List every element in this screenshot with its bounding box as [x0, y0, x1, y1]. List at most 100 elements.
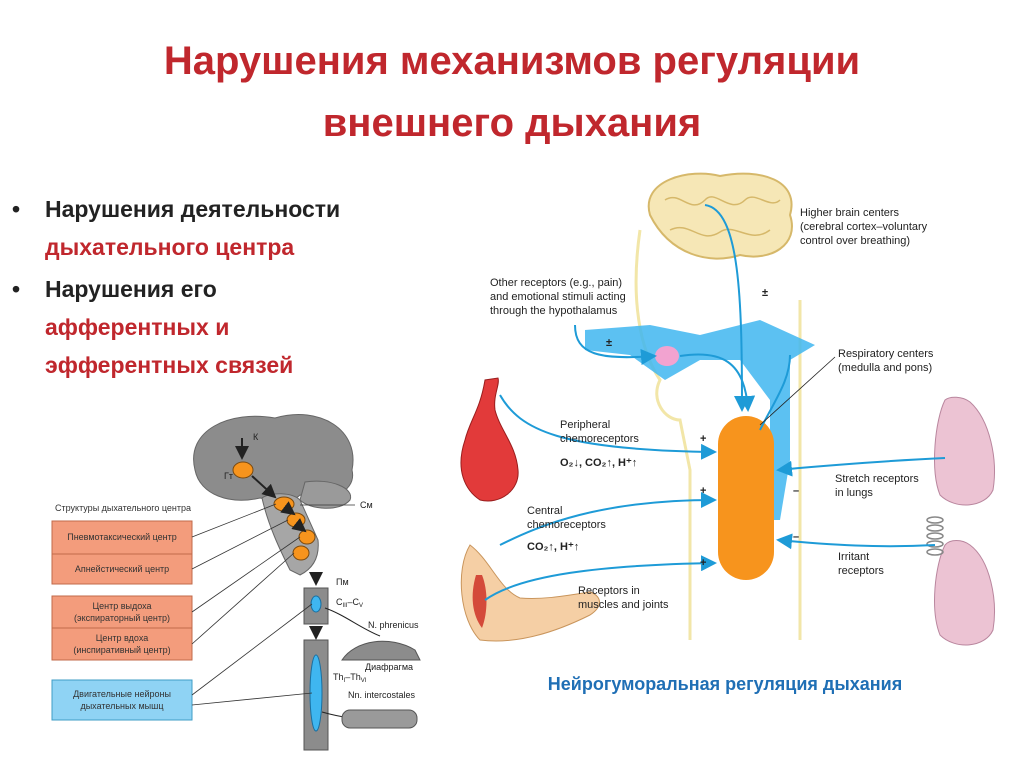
label-higher-2: (cerebral cortex–voluntary — [800, 221, 928, 233]
label-c5: V — [359, 603, 363, 609]
label-c3c5: CIII–CV — [336, 597, 363, 609]
arrow-pons — [280, 501, 296, 516]
irritant-coil — [926, 516, 944, 556]
label-irritant-2: receptors — [838, 565, 884, 577]
label-central-2: chemoreceptors — [527, 519, 606, 531]
sign-minus-1: – — [793, 485, 799, 497]
bullet-marker: • — [12, 196, 21, 222]
right-diagram: Higher brain centers (cerebral cortex–vo… — [460, 172, 995, 646]
label-th-sep: –Th — [345, 672, 361, 682]
structure-box-label: дыхательных мышц — [80, 701, 163, 711]
lung-upper — [934, 396, 995, 506]
sign-minus-2: – — [793, 531, 799, 543]
leader-line — [191, 519, 289, 570]
label-resp-1: Respiratory centers — [838, 348, 934, 360]
arrow-stretch — [776, 457, 946, 477]
label-gt: Гт — [224, 471, 233, 481]
arrow-gt — [251, 475, 277, 499]
sign-plus-3: + — [700, 557, 706, 569]
label-pm: Пм — [336, 577, 349, 587]
label-th1: I — [344, 678, 346, 684]
leader-line — [191, 536, 301, 613]
nerve-phrenicus — [324, 607, 381, 637]
brain-silhouette — [193, 414, 354, 502]
label-stretch-1: Stretch receptors — [835, 473, 919, 485]
label-diafragma: Диафрагма — [365, 662, 413, 672]
label-other-2: and emotional stimuli acting — [490, 291, 626, 303]
structure-box: Апнейстический центр — [51, 553, 193, 585]
head-outline — [634, 229, 802, 640]
diaphragm-shape — [341, 640, 421, 661]
sign-plus-1: + — [700, 433, 706, 445]
arm — [460, 544, 600, 642]
arrow-hypothalamus — [679, 353, 756, 412]
label-th-a: Th — [333, 672, 344, 682]
label-periph-1: Peripheral — [560, 419, 610, 431]
sign-plus-2: + — [700, 485, 706, 497]
arrow-muscles — [484, 555, 717, 601]
label-sm: См — [360, 500, 373, 510]
label-higher-1: Higher brain centers — [800, 207, 900, 219]
label-central-3: CO₂↑, H⁺↑ — [527, 541, 579, 553]
artery — [460, 377, 519, 502]
label-th6: VI — [361, 678, 367, 684]
structures-heading: Структуры дыхательного центра — [55, 503, 191, 513]
bullet-item: • Нарушения деятельности дыхательного це… — [12, 190, 452, 266]
title-line-2: внешнего дыхания — [322, 101, 702, 145]
structure-box-label: Центр выдоха — [92, 601, 151, 611]
bullet-marker: • — [12, 276, 21, 302]
spinal-nucleus-cervical — [310, 595, 322, 613]
nucleus-apneustic — [286, 512, 306, 528]
arrow-higher — [704, 204, 750, 412]
label-c3: III — [343, 603, 348, 609]
structure-box-label: Пневмотаксический центр — [67, 532, 177, 542]
leader-line — [191, 603, 313, 696]
title-line-1: Нарушения механизмов регуляции — [163, 39, 861, 83]
lung-lower — [934, 540, 995, 646]
leader-resp — [759, 356, 836, 426]
label-other-3: through the hypothalamus — [490, 305, 618, 317]
label-other-1: Other receptors (e.g., pain) — [490, 277, 622, 289]
bullet-text-red-1: афферентных и — [45, 314, 230, 340]
nucleus-inspiratory — [292, 545, 310, 561]
arrow-other — [574, 324, 657, 365]
leader-line — [191, 692, 313, 706]
hypothalamus-spot — [655, 346, 679, 366]
structure-box-label: Апнейстический центр — [75, 564, 169, 574]
structure-box-label: (экспираторный центр) — [74, 613, 170, 623]
left-diagram: К Гт См Пм CIII–CV N. phrenicus Диафрагм… — [51, 414, 421, 751]
bullet-text: Нарушения деятельности — [45, 196, 341, 222]
rib-segment — [341, 709, 418, 729]
label-n-phrenicus: N. phrenicus — [368, 620, 419, 630]
bullet-text-red: дыхательного центра — [45, 234, 295, 260]
label-th: ThI–ThVI — [333, 672, 367, 684]
label-k: К — [253, 432, 259, 442]
slide-title: Нарушения механизмов регуляции внешнего … — [0, 30, 1024, 154]
structure-box: Пневмотаксический центр — [51, 520, 193, 555]
structure-box: Центр вдоха (инспиративный центр) — [51, 627, 193, 661]
bullet-text: Нарушения его — [45, 276, 217, 302]
label-c: C — [336, 597, 343, 607]
brainstem-blue — [585, 320, 815, 520]
label-stretch-2: in lungs — [835, 487, 873, 499]
bullet-text-red-2: эфферентных связей — [45, 352, 294, 378]
nucleus-expiratory — [298, 529, 316, 545]
structure-box: Двигательные нейроны дыхательных мышц — [51, 679, 193, 721]
structure-box-label: Двигательные нейроны — [73, 689, 171, 699]
label-resp-2: (medulla and pons) — [838, 362, 932, 374]
arrow-central — [499, 492, 717, 546]
label-periph-2: chemoreceptors — [560, 433, 639, 445]
bullet-item: • Нарушения его афферентных и эфферентны… — [12, 270, 452, 384]
structure-box-label: Центр вдоха — [96, 633, 149, 643]
brain-folds — [664, 196, 781, 237]
arm-muscle — [472, 575, 487, 628]
respiratory-center — [718, 416, 774, 580]
structure-box-label: (инспиративный центр) — [73, 645, 170, 655]
arrow-peripheral — [499, 394, 717, 460]
leader-line — [191, 503, 277, 538]
label-irritant-1: Irritant — [838, 551, 869, 563]
structure-box: Центр выдоха (экспираторный центр) — [51, 595, 193, 629]
label-c-sep: –C — [348, 597, 360, 607]
label-periph-3: O₂↓, CO₂↑, H⁺↑ — [560, 457, 637, 469]
